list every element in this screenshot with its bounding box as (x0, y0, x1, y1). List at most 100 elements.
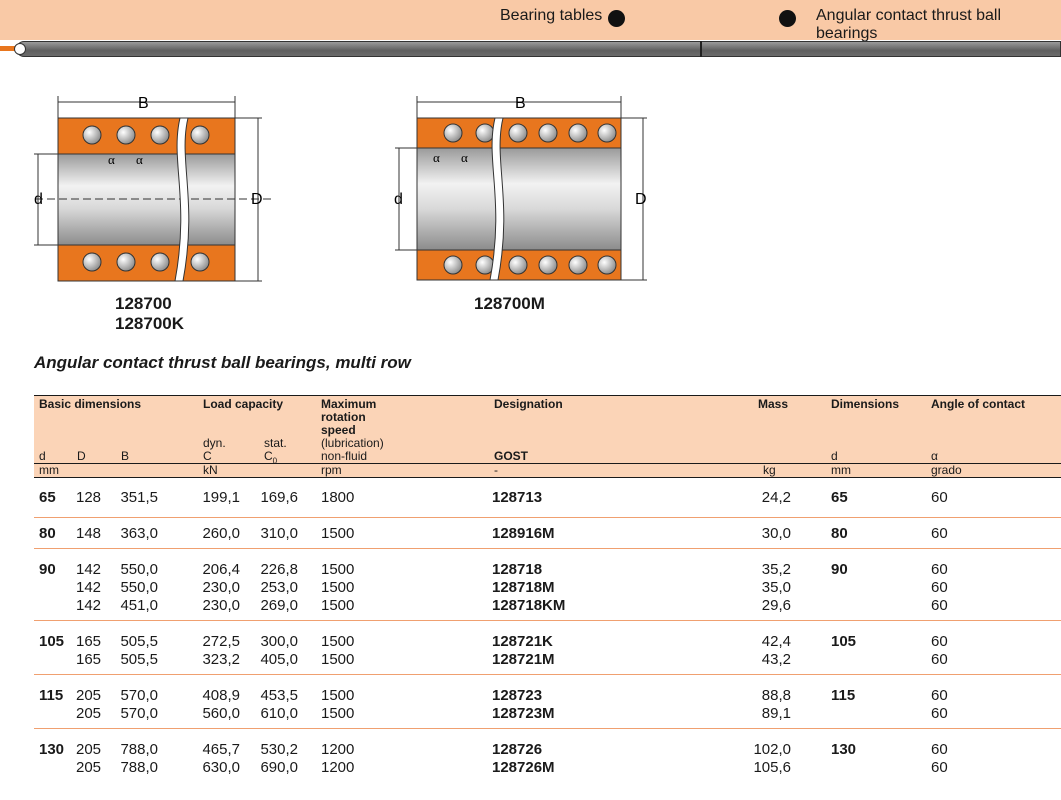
bar-accent (0, 46, 20, 51)
col-group-mass: Mass (758, 397, 789, 411)
cell-dim-d: 80 (831, 525, 848, 542)
cell-c: 560,0 (202, 705, 240, 722)
cell-c: 230,0 (202, 597, 240, 614)
col-sub-lubrication: (lubrication) (321, 436, 384, 450)
cell-d: 205 (76, 759, 102, 776)
cell-mass: 35,2 (761, 561, 791, 578)
cell-mass: 29,6 (761, 597, 791, 614)
cell-mass: 42,4 (761, 633, 791, 650)
unit-kn: kN (203, 463, 218, 477)
unit-grado: grado (931, 463, 962, 477)
cell-c: 408,9 (202, 687, 240, 704)
cell-b: 550,0 (120, 579, 158, 596)
col-group-max-speed: rotation (321, 410, 366, 424)
cell-designation: 128916M (492, 525, 555, 542)
cell-d: 80 (39, 525, 56, 542)
dim-d-label: d (34, 191, 43, 208)
col-sub-C0: C0 (264, 449, 278, 466)
figure-label: 128700M (474, 294, 545, 313)
cell-b: 351,5 (120, 489, 158, 506)
breadcrumb-angular-contact[interactable]: Angular contact thrust ball bearings (816, 7, 1001, 42)
cell-speed: 1500 (321, 651, 355, 668)
col-group-angle: Angle of contact (931, 397, 1026, 411)
cell-mass: 102,0 (753, 741, 791, 758)
row-separator (34, 548, 1061, 549)
row-separator (34, 517, 1061, 518)
cell-angle: 60 (931, 687, 948, 704)
alpha-label: α (433, 150, 440, 165)
cell-angle: 60 (931, 561, 948, 578)
cell-d: 90 (39, 561, 56, 578)
dim-b-label: B (138, 95, 149, 112)
cell-speed: 1500 (321, 597, 355, 614)
unit-kg: kg (763, 463, 776, 477)
cell-c0: 690,0 (260, 759, 298, 776)
figure-label: 128700 (115, 294, 172, 313)
col-sub-stat: stat. (264, 436, 287, 450)
cell-d: 205 (76, 741, 102, 758)
bar-knob-icon (14, 43, 26, 55)
cell-speed: 1500 (321, 525, 355, 542)
cell-designation: 128726 (492, 741, 543, 758)
cell-dim-d: 105 (831, 633, 857, 650)
cell-designation: 128713 (492, 489, 543, 506)
cell-angle: 60 (931, 579, 948, 596)
cell-speed: 1500 (321, 633, 355, 650)
cell-designation: 128726M (492, 759, 555, 776)
col-sub-dim-d: d (831, 449, 838, 463)
cell-dim-d: 90 (831, 561, 848, 578)
row-separator (34, 674, 1061, 675)
cell-mass: 105,6 (753, 759, 791, 776)
cell-c0: 310,0 (260, 525, 298, 542)
col-sub-alpha: α (931, 449, 938, 463)
cell-speed: 1500 (321, 561, 355, 578)
cell-d: 142 (76, 597, 102, 614)
cell-d: 165 (76, 633, 102, 650)
breadcrumb-bearing-tables[interactable]: Bearing tables (500, 7, 603, 24)
cell-d: 130 (39, 741, 65, 758)
unit-mm: mm (39, 463, 59, 477)
col-group-designation: Designation (494, 397, 563, 411)
bearing-diagram-128700m: B d D α α (394, 95, 647, 281)
cell-d: 205 (76, 705, 102, 722)
cell-c0: 226,8 (260, 561, 298, 578)
cell-c: 199,1 (202, 489, 240, 506)
col-sub-gost: GOST (494, 449, 529, 463)
cell-angle: 60 (931, 705, 948, 722)
cell-b: 550,0 (120, 561, 158, 578)
unit-mm: mm (831, 463, 851, 477)
cell-angle: 60 (931, 597, 948, 614)
cell-d: 142 (76, 561, 102, 578)
cell-c0: 253,0 (260, 579, 298, 596)
col-sub-B: B (121, 449, 130, 463)
col-sub-C: C (203, 449, 212, 463)
cell-speed: 1200 (321, 759, 355, 776)
cell-designation: 128721M (492, 651, 555, 668)
cell-c0: 269,0 (260, 597, 298, 614)
cell-designation: 128718 (492, 561, 543, 578)
cell-designation: 128721K (492, 633, 553, 650)
cell-angle: 60 (931, 633, 948, 650)
cell-dim-d: 130 (831, 741, 857, 758)
cell-c: 323,2 (202, 651, 240, 668)
unit-dash: - (494, 463, 498, 477)
col-sub-D: D (77, 449, 86, 463)
cell-c0: 610,0 (260, 705, 298, 722)
dim-D-label: D (251, 191, 263, 208)
unit-rpm: rpm (321, 463, 342, 477)
cell-mass: 43,2 (761, 651, 791, 668)
cell-c0: 300,0 (260, 633, 298, 650)
cell-mass: 35,0 (761, 579, 791, 596)
cell-speed: 1200 (321, 741, 355, 758)
cell-dim-d: 115 (831, 687, 856, 704)
cell-angle: 60 (931, 489, 948, 506)
cell-d: 165 (76, 651, 102, 668)
alpha-label: α (108, 152, 115, 167)
bar-divider (700, 41, 702, 57)
cell-d: 105 (39, 633, 65, 650)
cell-d: 115 (39, 687, 64, 704)
row-separator (34, 728, 1061, 729)
divider (34, 477, 1061, 478)
cell-b: 570,0 (120, 687, 158, 704)
cell-speed: 1500 (321, 579, 355, 596)
